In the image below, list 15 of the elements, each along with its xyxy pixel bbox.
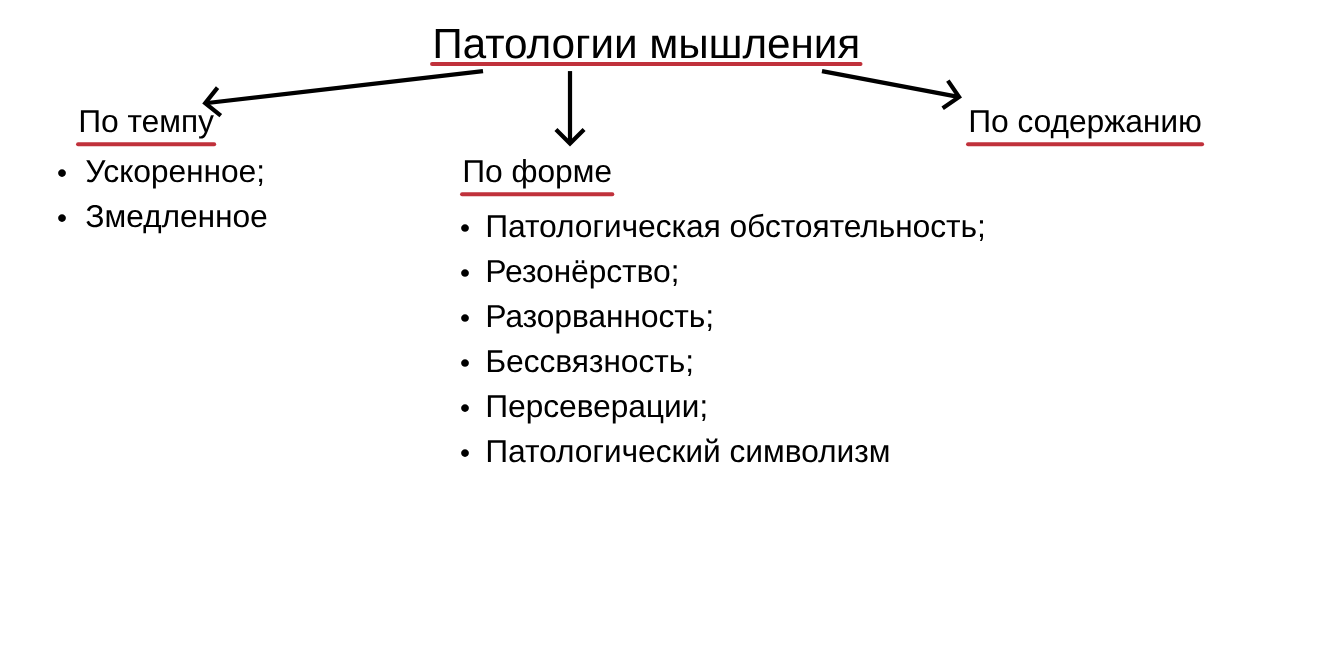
list-item: Персеверации; (461, 395, 706, 424)
list-item: Змедленное (58, 204, 267, 234)
list-item: Разорванность; (461, 305, 712, 334)
list-item: Патологический символизм (461, 438, 889, 463)
arrow (821, 69, 962, 110)
arrow (202, 68, 484, 118)
heading: По содержанию (966, 110, 1205, 147)
list-item: Патологическая обстоятельность; (461, 213, 983, 242)
list-item: Бессвязность; (461, 350, 692, 377)
heading: По форме (460, 159, 615, 197)
list-item: Ускоренное; (58, 160, 263, 189)
list-item: Резонёрство; (461, 260, 677, 289)
arrow (554, 71, 586, 147)
heading: Патологии мышления (430, 29, 863, 66)
heading: По темпу (76, 110, 217, 147)
